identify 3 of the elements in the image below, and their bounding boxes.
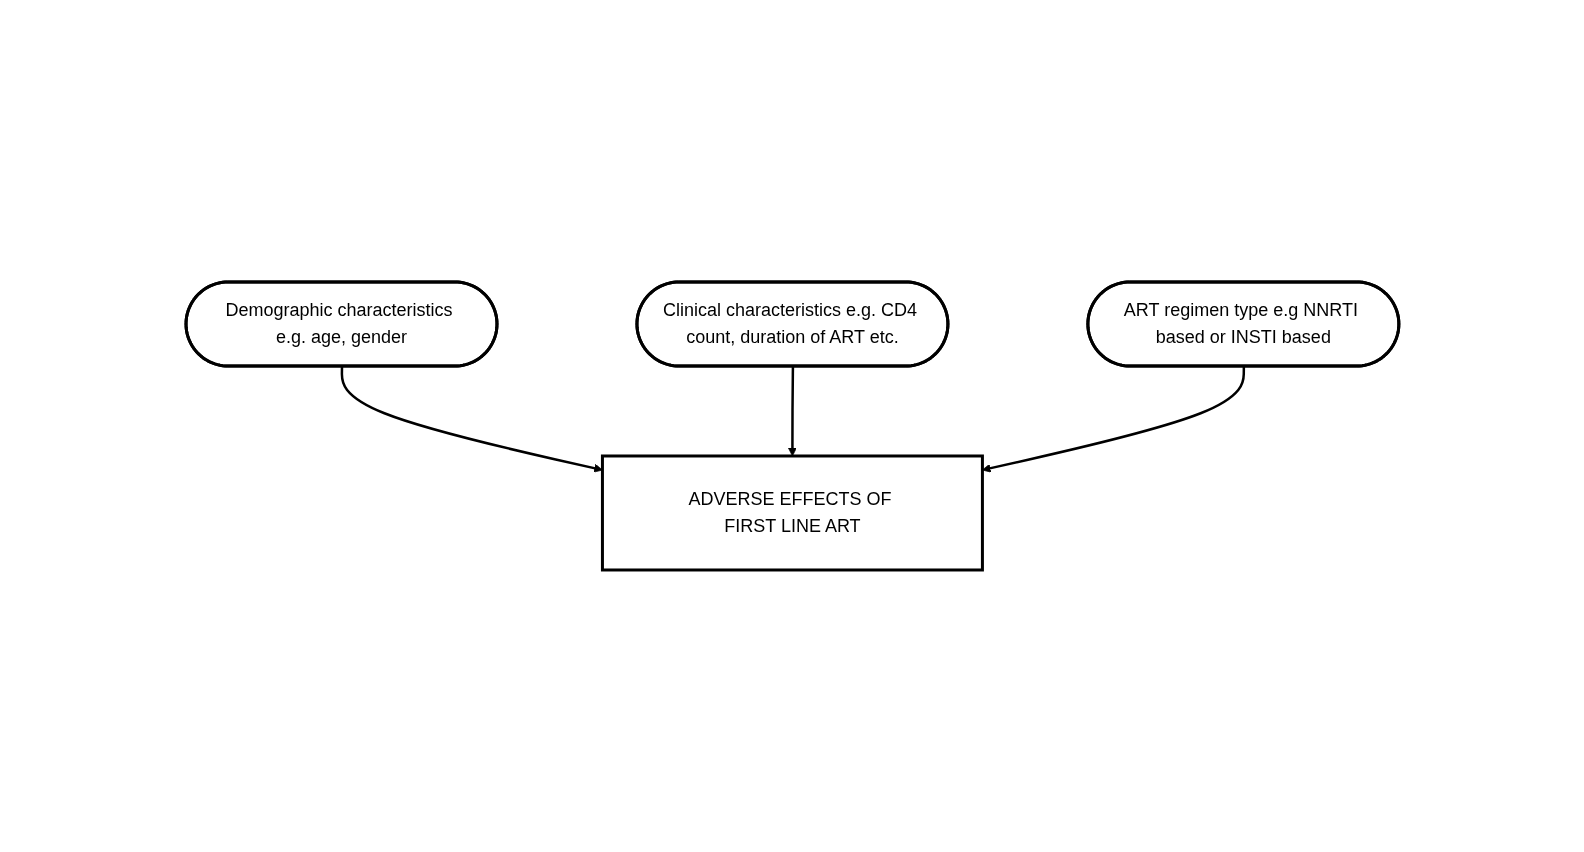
arrow [981, 366, 1245, 473]
arrow [340, 366, 603, 473]
node-box: ADVERSE EFFECTS OF FIRST LINE ART [600, 454, 984, 572]
